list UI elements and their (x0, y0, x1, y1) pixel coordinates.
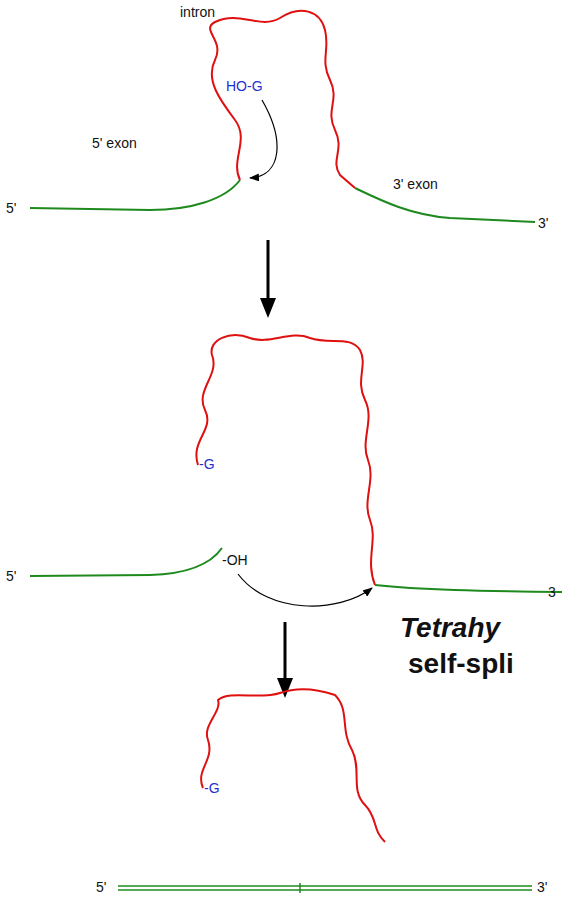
intron-strand (210, 11, 355, 188)
exon-strand (30, 180, 240, 210)
end-label: 5' (6, 568, 16, 584)
end-label: 3 (548, 584, 556, 600)
end-label: 3' (537, 879, 547, 895)
exon-strand (30, 548, 222, 576)
strand-label: 5' exon (92, 135, 137, 151)
step-arrow (277, 678, 293, 698)
intron-strand (196, 335, 375, 585)
end-label: 3' (538, 215, 548, 231)
end-label: 5' (96, 879, 106, 895)
guanosine-label: HO-G (226, 78, 263, 94)
exon-strand (355, 188, 535, 222)
ligated-exons (118, 885, 532, 887)
hydroxyl-label: -OH (222, 552, 248, 568)
exon-strand (375, 585, 562, 592)
attack-arrow (238, 574, 372, 606)
strand-label: intron (180, 4, 215, 20)
step-arrow (284, 622, 287, 680)
guanosine-label: -G (199, 456, 215, 472)
ligated-exons (118, 889, 532, 891)
ligation-junction (299, 883, 301, 893)
guanosine-label: -G (204, 780, 220, 796)
attack-arrow (250, 100, 277, 178)
caption-text: Tetrahy (400, 612, 500, 644)
strand-label: 3' exon (393, 176, 438, 192)
intron-strand (201, 689, 385, 842)
step-arrow (260, 298, 276, 318)
caption-text: self-spli (408, 648, 514, 680)
step-arrow (267, 240, 270, 300)
end-label: 5' (6, 200, 16, 216)
